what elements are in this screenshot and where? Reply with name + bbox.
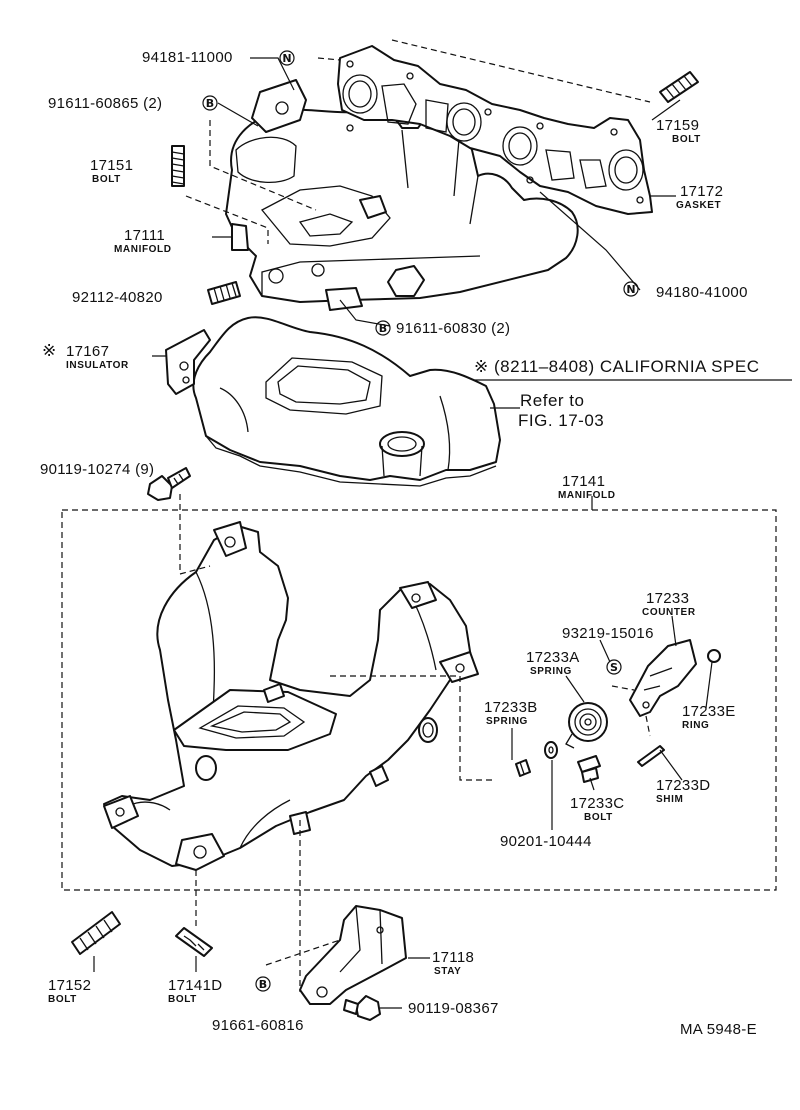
label-17172-sub: GASKET — [676, 200, 721, 211]
label-17151-sub: BOLT — [92, 174, 121, 185]
label-17152: 17152 — [48, 977, 91, 994]
leader-17233E — [705, 661, 713, 709]
bolt-17141D-part — [175, 927, 213, 957]
figure-code: MA 5948-E — [680, 1021, 757, 1038]
label-17159-sub: BOLT — [672, 134, 701, 145]
dash-93219 — [611, 685, 635, 691]
label-94181-11000: 94181-11000 — [142, 49, 233, 66]
leader-94180 — [539, 191, 641, 291]
label-91661-60816: 91661-60816 — [212, 1017, 304, 1034]
label-93219-15016: 93219-15016 — [562, 625, 654, 642]
asterisk-mark-17167: ※ — [42, 341, 57, 360]
shim-17233D-part — [637, 745, 665, 767]
label-17141D-sub: BOLT — [168, 994, 197, 1005]
label-17233E-sub: RING — [682, 720, 709, 731]
dash-90119a — [179, 494, 211, 575]
manifold-17141-box — [61, 509, 777, 891]
leader-94181 — [250, 57, 295, 91]
spring-17233A-part — [565, 702, 608, 749]
intake-manifold-17141 — [103, 521, 479, 871]
label-17167: 17167 — [66, 343, 109, 360]
n-mark-94181: N — [279, 50, 295, 66]
spring-17233B-part — [515, 759, 531, 777]
n-mark-text: N — [626, 283, 635, 296]
label-17141: 17141 — [562, 473, 605, 490]
label-90119-08367: 90119-08367 — [408, 1000, 499, 1017]
label-17233B: 17233B — [484, 699, 538, 716]
n-mark-text: N — [282, 52, 291, 65]
leader-17233C — [589, 777, 595, 791]
label-17152-sub: BOLT — [48, 994, 77, 1005]
leader-17233D — [659, 749, 683, 781]
label-94180-41000: 94180-41000 — [656, 284, 748, 301]
label-fig-17-03: FIG. 17-03 — [518, 411, 604, 430]
gasket-guide-line — [391, 39, 651, 103]
label-17159: 17159 — [656, 117, 699, 134]
label-17233C: 17233C — [570, 795, 624, 812]
b-mark-91611a: B — [202, 95, 218, 111]
label-17118: 17118 — [432, 949, 474, 966]
label-91611-60830: 91611-60830 (2) — [396, 320, 510, 337]
label-17111-sub: MANIFOLD — [114, 244, 172, 255]
label-17167-sub: INSULATOR — [66, 360, 129, 371]
leader-17233A — [565, 675, 585, 703]
leader-17233 — [671, 615, 677, 647]
label-17141-sub: MANIFOLD — [558, 490, 616, 501]
leader-91611a — [217, 102, 259, 127]
bolt-17152-part — [71, 911, 121, 955]
dash-91661 — [265, 939, 341, 966]
s-mark-text: S — [610, 661, 618, 674]
bolt-17151-part — [171, 145, 185, 187]
n-mark-94180: N — [623, 281, 639, 297]
washer-90201-part — [544, 741, 558, 759]
label-92112-40820: 92112-40820 — [72, 289, 163, 306]
stay-17118-part — [299, 905, 407, 1005]
label-17233A: 17233A — [526, 649, 580, 666]
label-california-spec: (8211–8408) CALIFORNIA SPEC — [494, 357, 759, 376]
label-91611-60865: 91611-60865 (2) — [48, 95, 162, 112]
label-17233: 17233 — [646, 590, 689, 607]
label-90119-10274: 90119-10274 (9) — [40, 461, 154, 478]
bolt-17233C-part — [577, 755, 601, 783]
label-17111: 17111 — [124, 227, 165, 244]
s-mark-93219: S — [606, 659, 622, 675]
counter-17233-part — [629, 639, 697, 717]
label-17233C-sub: BOLT — [584, 812, 613, 823]
leader-17159 — [651, 99, 681, 121]
b-mark-text: B — [379, 322, 387, 335]
label-17151: 17151 — [90, 157, 133, 174]
insulator-17167 — [192, 316, 501, 487]
bolt-17159-part — [659, 71, 699, 103]
bolt-90119b-part — [343, 995, 381, 1021]
label-17118-sub: STAY — [434, 966, 461, 977]
label-17172: 17172 — [680, 183, 723, 200]
label-17233E: 17233E — [682, 703, 736, 720]
b-mark-91611b: B — [375, 320, 391, 336]
b-mark-text: B — [206, 97, 214, 110]
leader-93219 — [599, 639, 611, 663]
b-mark-text: B — [259, 978, 267, 991]
label-17233B-sub: SPRING — [486, 716, 528, 727]
gasket-guide-line-2 — [317, 57, 341, 61]
asterisk-mark-california: ※ — [474, 357, 489, 376]
dash-91611a — [209, 120, 317, 211]
label-17233D-sub: SHIM — [656, 794, 683, 805]
label-17233-sub: COUNTER — [642, 607, 696, 618]
b-mark-91661: B — [255, 976, 271, 992]
insulator-bracket — [165, 329, 211, 395]
label-17233D: 17233D — [656, 777, 710, 794]
ring-17233E-part — [707, 649, 721, 663]
label-90201-10444: 90201-10444 — [500, 833, 592, 850]
label-refer-to: Refer to — [520, 391, 584, 410]
dash-17233 — [645, 715, 651, 737]
dash-17233B — [330, 675, 492, 781]
stud-92112-part — [207, 281, 241, 305]
label-17233A-sub: SPRING — [530, 666, 572, 677]
bolt-90119a-part — [147, 467, 191, 501]
leader-91611b — [339, 299, 391, 327]
label-17141D: 17141D — [168, 977, 222, 994]
exhaust-manifold-17111 — [225, 79, 579, 311]
